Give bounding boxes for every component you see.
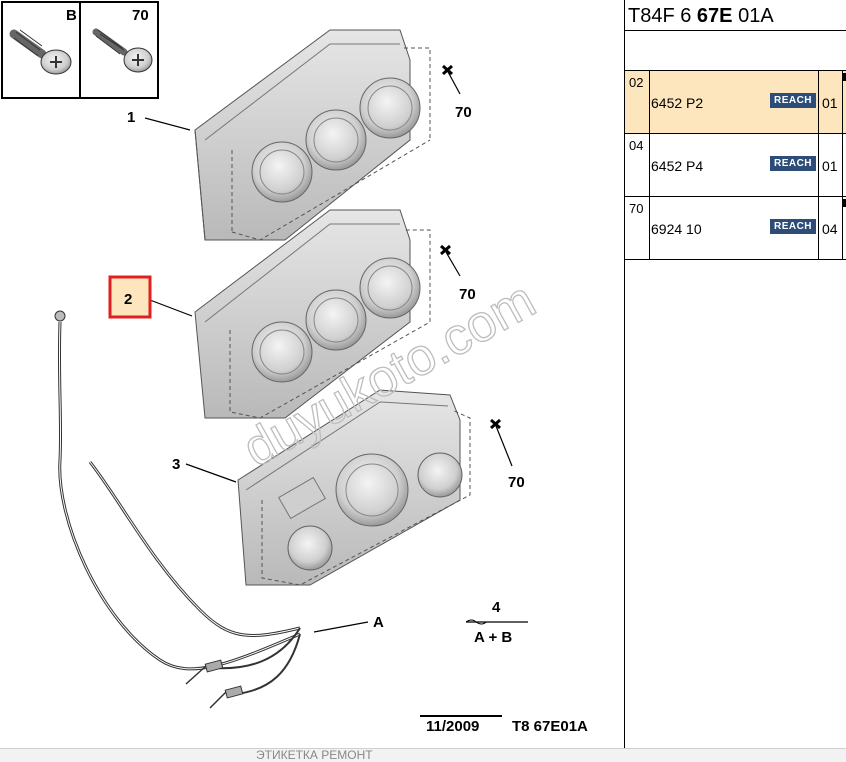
callout-screw-top: 70	[455, 104, 472, 121]
screw-legend-label-70: 70	[132, 7, 149, 24]
diagram-footer: 11/2009 T8 67E01A	[420, 715, 588, 735]
row-quantity: 01	[822, 95, 838, 111]
callout-2-highlight	[108, 275, 152, 319]
title-prefix: T84F 6	[628, 5, 697, 27]
table-row[interactable]: 02 6452 P2 REACH 01	[625, 71, 846, 134]
row-item-number: 70	[629, 201, 644, 216]
title-suffix: 01A	[732, 5, 774, 27]
header-rule	[625, 30, 846, 31]
callout-1: 1	[127, 109, 135, 126]
bottom-strip	[0, 748, 846, 762]
callout-4: 4	[492, 599, 501, 616]
control-cable	[54, 310, 301, 709]
footer-date: 11/2009	[426, 718, 479, 735]
control-panel-2	[194, 209, 431, 419]
callout-a: A	[373, 614, 384, 631]
screw-b-icon	[9, 29, 72, 75]
row-part-reference[interactable]: 6452 P4	[651, 158, 704, 174]
table-row[interactable]: 70 6924 10 REACH 04	[625, 197, 846, 260]
screw-legend-label-b: B	[66, 7, 77, 24]
row-item-number: 02	[629, 75, 644, 90]
column-divider	[649, 134, 650, 196]
panel-title: T84F 6 67E 01A	[628, 2, 846, 30]
column-divider	[649, 71, 650, 133]
panel-divider	[624, 0, 625, 748]
column-divider	[842, 134, 843, 196]
callout-4-formula: A + B	[474, 629, 512, 646]
bottom-cutoff-text: ЭТИКЕТКА РЕМОНТ	[256, 749, 373, 761]
header-blank-row	[625, 31, 846, 71]
leader-lines	[144, 69, 513, 633]
callout-4-group: 4 A + B	[465, 599, 528, 646]
column-divider	[818, 134, 819, 196]
row-quantity: 04	[822, 221, 838, 237]
parts-table: 02 6452 P2 REACH 01 04 6452 P4 REACH 01 …	[625, 71, 846, 260]
control-panel-1	[194, 29, 431, 241]
callout-2[interactable]: 2	[124, 291, 132, 308]
row-cutoff-marker	[843, 73, 846, 81]
screw-70-icon	[92, 28, 153, 73]
column-divider	[818, 197, 819, 259]
row-quantity: 01	[822, 158, 838, 174]
screw-marker-bottom-icon	[490, 418, 501, 430]
title-bold: 67E	[696, 5, 733, 27]
reach-badge[interactable]: REACH	[770, 219, 816, 234]
row-part-reference[interactable]: 6924 10	[651, 221, 702, 237]
row-cutoff-marker	[843, 199, 846, 207]
row-item-number: 04	[629, 138, 644, 153]
column-divider	[649, 197, 650, 259]
screw-legend: B 70	[1, 1, 159, 99]
table-row[interactable]: 04 6452 P4 REACH 01	[625, 134, 846, 197]
callout-screw-middle: 70	[459, 286, 476, 303]
exploded-parts-diagram: B 70	[1, 1, 588, 735]
footer-reference: T8 67E01A	[512, 718, 588, 735]
column-divider	[818, 71, 819, 133]
reach-badge[interactable]: REACH	[770, 93, 816, 108]
reach-badge[interactable]: REACH	[770, 156, 816, 171]
screw-markers	[440, 64, 501, 430]
row-part-reference[interactable]: 6452 P2	[651, 95, 704, 111]
column-divider	[842, 197, 843, 259]
callout-screw-bottom: 70	[508, 474, 525, 491]
column-divider	[842, 71, 843, 133]
callout-3: 3	[172, 456, 180, 473]
screw-marker-middle-icon	[440, 244, 451, 256]
header-rule	[625, 70, 846, 71]
control-panel-3	[237, 389, 471, 586]
screw-marker-top-icon	[442, 64, 453, 76]
